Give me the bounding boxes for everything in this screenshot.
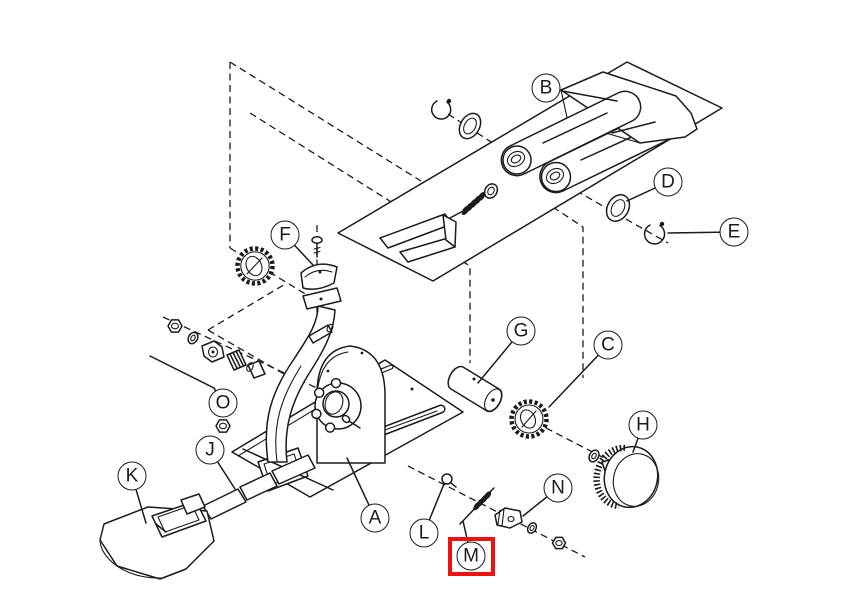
part-o-hardware: [149, 319, 266, 433]
part-e-retaining-ring: [643, 221, 666, 245]
part-label-m: M: [456, 541, 486, 571]
part-retaining-ring-top: [430, 98, 452, 120]
part-front-sprocket: [235, 246, 275, 286]
part-f-screw: [311, 236, 323, 258]
part-label-j: J: [195, 435, 225, 465]
part-n-washer: [526, 522, 538, 534]
part-label-h: H: [628, 410, 658, 440]
part-b-handle: [500, 71, 698, 194]
part-f-clamp: [300, 263, 338, 290]
part-m-spring-pin: [459, 487, 495, 525]
part-label-e: E: [719, 217, 749, 247]
part-h-knob: [588, 444, 660, 510]
part-label-l: L: [409, 518, 439, 548]
part-n-clamp: [494, 507, 523, 529]
part-fork-bracket: [379, 210, 464, 263]
part-label-a: A: [360, 503, 390, 533]
part-cam-plate: [311, 377, 362, 433]
part-d-washer: [605, 194, 631, 222]
part-c-sprocket: [509, 399, 549, 439]
part-spring: [461, 191, 486, 216]
part-label-b: B: [531, 73, 561, 103]
highlight-box-m: [448, 537, 495, 576]
part-label-g: G: [506, 316, 536, 346]
part-label-k: K: [117, 461, 147, 491]
part-label-c: C: [593, 330, 623, 360]
part-k-buckle: [151, 493, 207, 538]
part-label-d: D: [653, 167, 683, 197]
part-l-ball: [441, 473, 457, 488]
part-pivot-nut: [483, 183, 499, 199]
part-label-n: N: [543, 473, 573, 503]
part-label-o: O: [208, 388, 238, 418]
part-n-nut: [551, 536, 567, 550]
part-arm-top-plate: [302, 287, 342, 310]
part-curved-arm: [265, 305, 336, 463]
part-g-roller: [447, 365, 503, 413]
part-label-f: F: [270, 220, 300, 250]
part-arm-pin: [308, 323, 334, 344]
part-washer-top: [458, 112, 482, 140]
part-j-strap: [202, 454, 316, 520]
